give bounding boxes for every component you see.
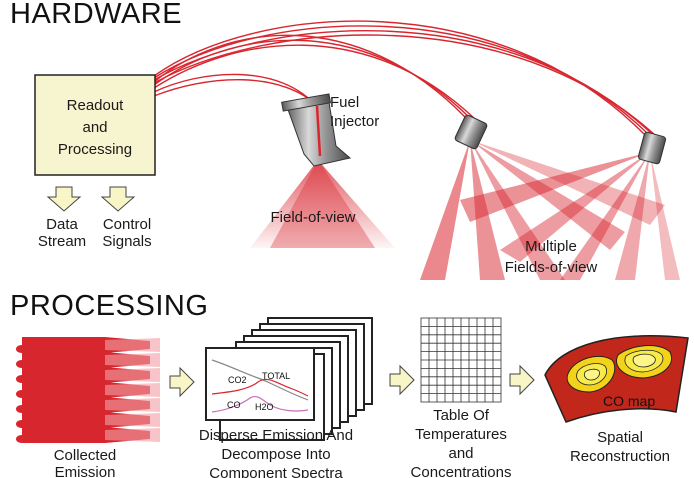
readout-box-label: Readout and Processing [36, 95, 154, 161]
table-label: Table Of Temperatures and Concentrations [398, 406, 524, 478]
collected-emission-label: Collected Emission [30, 447, 140, 478]
process-arrows [169, 364, 535, 398]
lens-left [454, 114, 488, 150]
readout-box [34, 74, 156, 176]
multiple-fov-label: Multiple Fields-of-view [488, 236, 614, 278]
table-line-4: Concentrations [410, 464, 512, 478]
table-line-1: Table Of [433, 407, 489, 424]
fuel-injector [250, 93, 395, 248]
collected-emission-line-1: Collected [53, 447, 117, 464]
disperse-line-3: Component Spectra [209, 465, 343, 478]
readout-line-2: and [82, 119, 108, 136]
table-line-2: Temperatures [415, 426, 507, 443]
disperse-emission-label: Disperse Emission And Decompose Into Com… [186, 426, 366, 478]
output-arrows [46, 186, 136, 212]
spatial-line-2: Reconstruction [569, 448, 671, 465]
spectrum-label-h2o: H2O [255, 402, 274, 412]
disperse-line-1: Disperse Emission And [198, 427, 354, 444]
data-stream-label: Data Stream [32, 216, 92, 250]
fuel-injector-label: Fuel Injector [330, 93, 379, 131]
temperature-table-grid [420, 317, 502, 403]
lens-right [637, 131, 667, 165]
spatial-reconstruction-label: Spatial Reconstruction [560, 428, 680, 466]
processing-section-title: PROCESSING [10, 290, 209, 322]
co-map [544, 335, 689, 423]
control-signals-line-1: Control [102, 216, 152, 233]
spectrum-label-total: TOTAL [262, 371, 290, 381]
spatial-line-1: Spatial [597, 429, 643, 446]
disperse-line-2: Decompose Into [221, 446, 331, 463]
co-map-label: CO map [603, 393, 655, 409]
table-line-3: and [448, 445, 474, 462]
data-stream-line-2: Stream [37, 233, 87, 250]
fiber-bundle [153, 20, 657, 137]
data-stream-line-1: Data [46, 216, 78, 233]
collected-emission-fibers [16, 337, 160, 443]
spectrum-label-co2: CO2 [228, 375, 247, 385]
control-signals-line-2: Signals [102, 233, 152, 250]
spectrum-label-co: CO [227, 400, 241, 410]
control-signals-label: Control Signals [94, 216, 160, 250]
multiple-fov-line-2: Fields-of-view [504, 259, 598, 276]
multi-fov-beams [420, 140, 680, 280]
fuel-injector-line-2: Injector [330, 113, 380, 130]
collected-emission-line-2: Emission [54, 464, 116, 478]
hardware-section-title: HARDWARE [10, 0, 183, 30]
fuel-injector-line-1: Fuel [330, 94, 360, 111]
spectra-stack [205, 317, 373, 441]
multiple-fov-line-1: Multiple [525, 238, 577, 255]
readout-line-1: Readout [66, 97, 124, 114]
spectrum-curves [211, 359, 309, 413]
readout-line-3: Processing [57, 141, 133, 158]
field-of-view-label: Field-of-view [270, 209, 356, 226]
